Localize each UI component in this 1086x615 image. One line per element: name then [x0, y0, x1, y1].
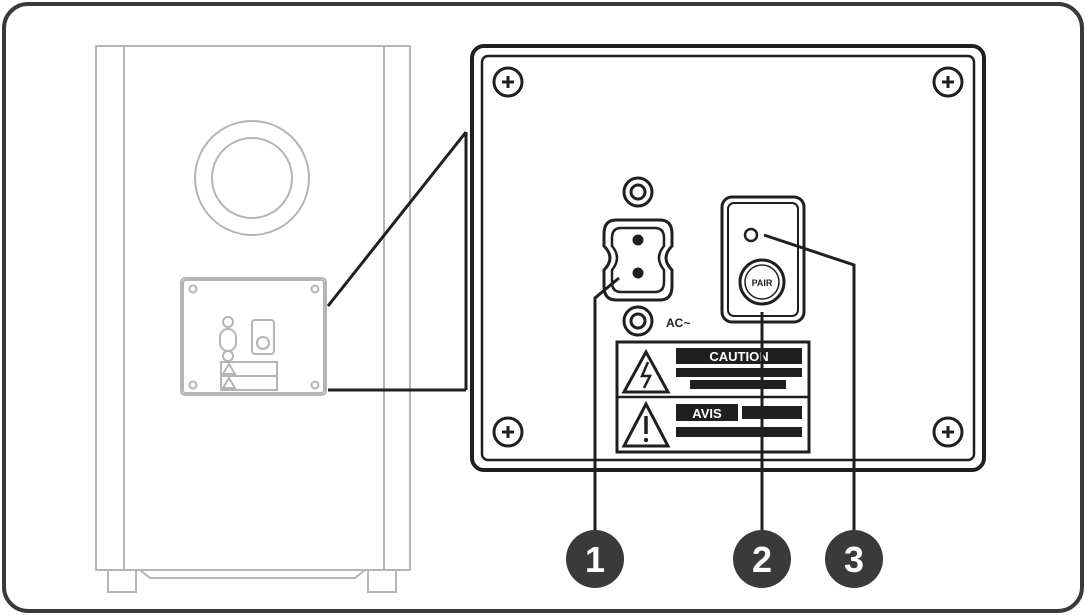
callout-number-2: 2: [752, 539, 772, 580]
zoom-connector: [326, 131, 468, 392]
callout-badge-3: 3: [825, 530, 883, 588]
small-rear-panel: [180, 277, 327, 396]
subwoofer-cabinet: [95, 45, 411, 593]
warning-avis-title: AVIS: [692, 406, 722, 421]
bass-port: [194, 120, 310, 236]
callout-badge-1: 1: [566, 530, 624, 588]
callout-number-1: 1: [585, 539, 605, 580]
exclamation-warning-icon: [621, 400, 671, 448]
callout-number-3: 3: [844, 539, 864, 580]
warning-caution-title: CAUTION: [709, 349, 768, 364]
screw-icon: [492, 66, 964, 448]
callout-badge-2: 2: [733, 530, 791, 588]
callout-leader-lines: [593, 233, 856, 532]
status-led-icon: [743, 227, 759, 243]
power-inlet-socket: [602, 176, 674, 337]
power-label: AC~: [666, 316, 690, 330]
pair-button[interactable]: PAIR: [738, 258, 786, 306]
pair-button-label: PAIR: [752, 278, 773, 288]
electric-shock-warning-icon: [621, 348, 671, 394]
warning-label: CAUTION AVIS: [615, 340, 811, 454]
